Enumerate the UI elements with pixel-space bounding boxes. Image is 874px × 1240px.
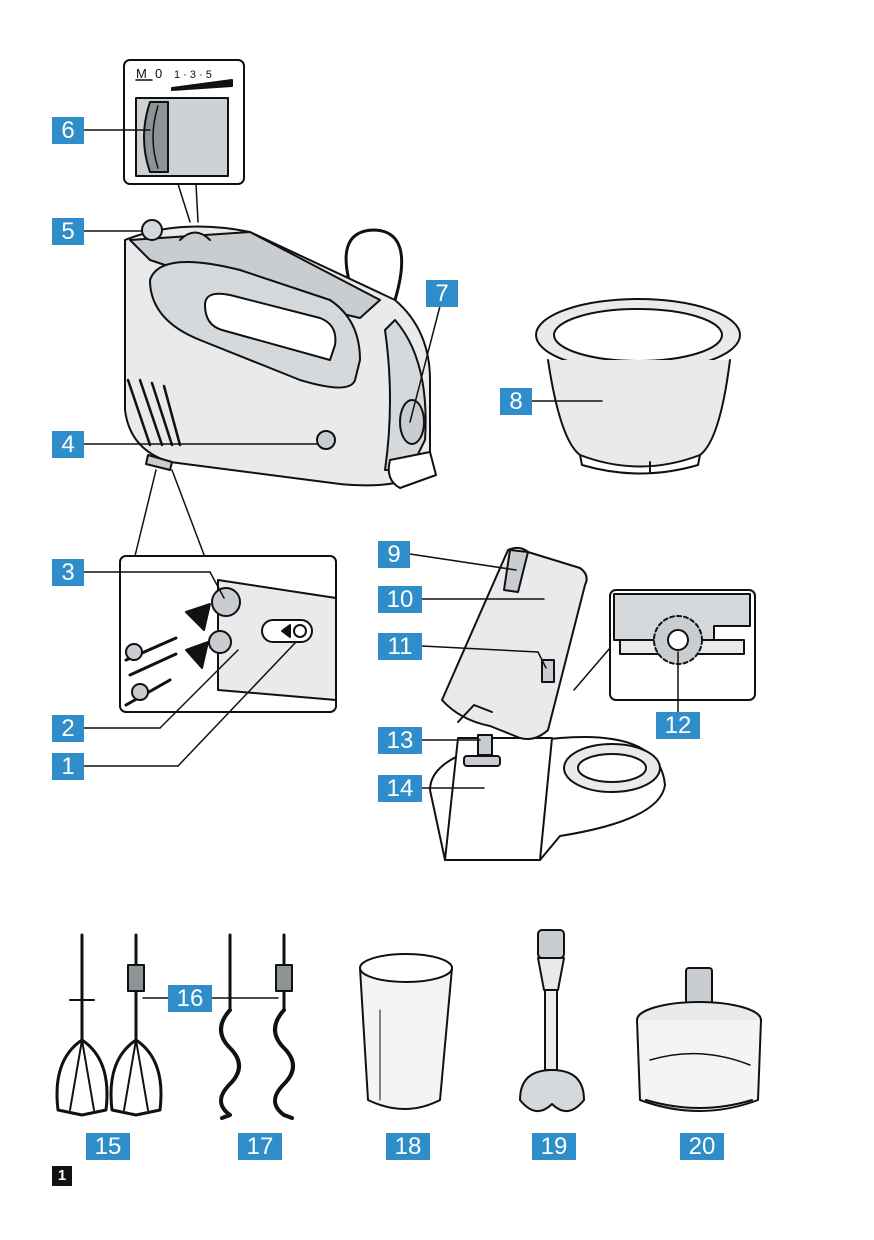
callout-1: 1 <box>52 753 84 780</box>
callout-6: 6 <box>52 117 84 144</box>
callout-20: 20 <box>680 1133 724 1160</box>
callout-9: 9 <box>378 541 410 568</box>
callout-16: 16 <box>168 985 212 1012</box>
callout-3: 3 <box>52 559 84 586</box>
callout-7: 7 <box>426 280 458 307</box>
switch-label-speeds: 1 · 3 · 5 <box>174 69 212 81</box>
switch-label-m: M <box>136 66 147 81</box>
callout-17: 17 <box>238 1133 282 1160</box>
callout-19: 19 <box>532 1133 576 1160</box>
dough-hooks <box>219 933 295 1120</box>
socket-detail <box>119 555 337 713</box>
callout-8: 8 <box>500 388 532 415</box>
callout-10: 10 <box>378 586 422 613</box>
figure-label: 1 <box>52 1166 72 1186</box>
callout-2: 2 <box>52 715 84 742</box>
speed-switch-detail <box>123 59 245 185</box>
callout-4: 4 <box>52 431 84 458</box>
callout-15: 15 <box>86 1133 130 1160</box>
callout-12: 12 <box>656 712 700 739</box>
balloon-whisks <box>55 933 163 1117</box>
gear-detail <box>609 589 756 701</box>
callout-14: 14 <box>378 775 422 802</box>
callout-5: 5 <box>52 218 84 245</box>
switch-label-zero: 0 <box>155 66 162 81</box>
mixer-stand <box>429 546 666 861</box>
mixing-bowl <box>535 298 741 475</box>
callout-11: 11 <box>378 633 422 660</box>
chopper <box>636 967 762 1112</box>
callout-13: 13 <box>378 727 422 754</box>
blender-foot <box>519 929 585 1112</box>
callout-18: 18 <box>386 1133 430 1160</box>
measuring-beaker <box>359 953 453 1110</box>
hand-mixer <box>124 219 437 489</box>
